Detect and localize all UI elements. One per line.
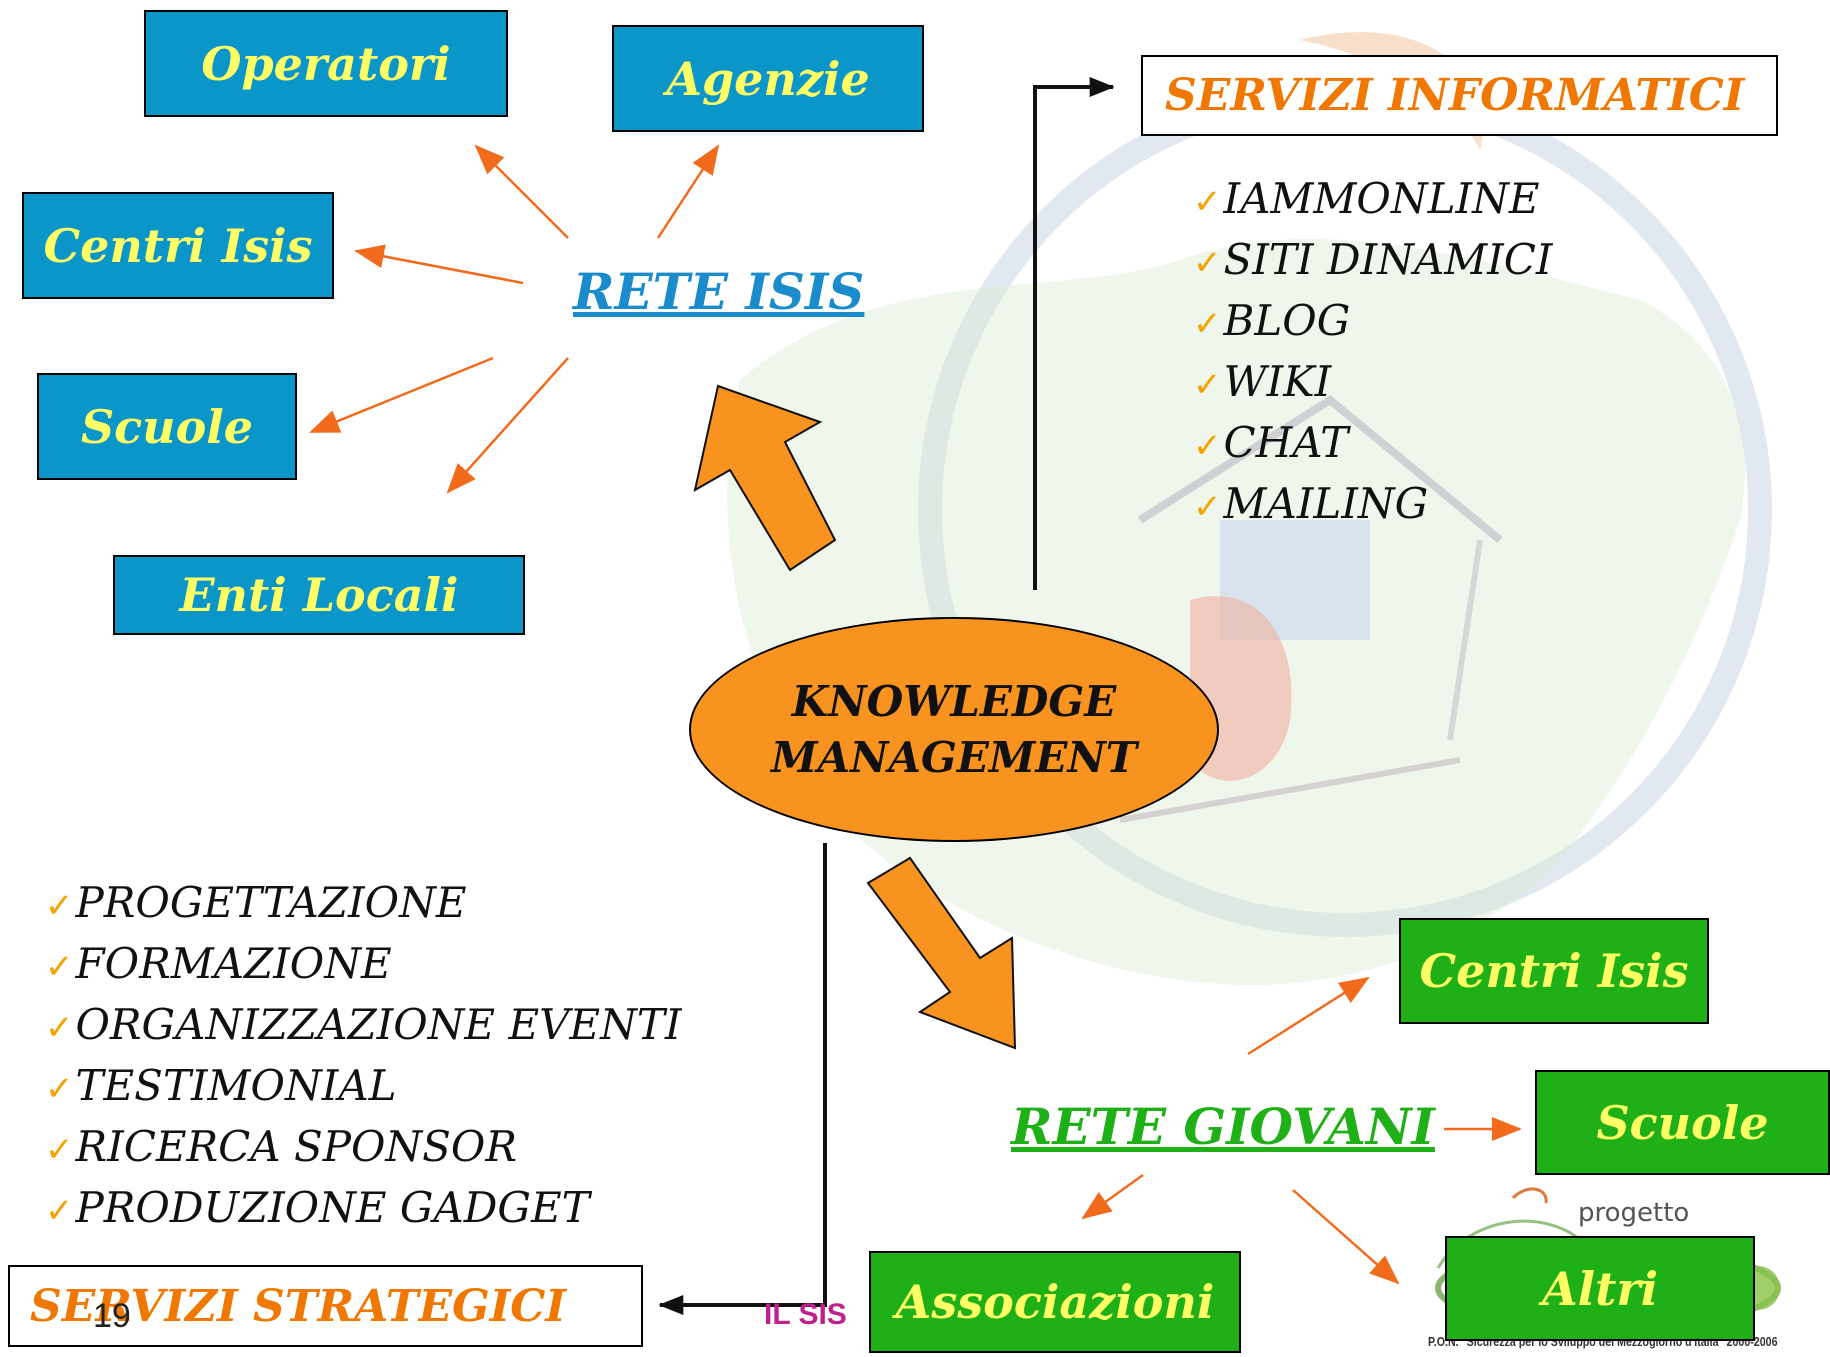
footer-title-fragment: IL SIS [764,1298,847,1331]
check-icon: ✓ [45,1069,74,1109]
check-icon: ✓ [45,886,74,926]
scuole-box: Scuole [37,373,297,480]
check-icon: ✓ [1193,487,1222,527]
check-icon: ✓ [1193,182,1222,222]
check-icon: ✓ [45,947,74,987]
list-item: ✓IAMMONLINE [1193,174,1540,223]
check-icon: ✓ [45,1191,74,1231]
check-icon: ✓ [45,1008,74,1048]
list-item: ✓PRODUZIONE GADGET [45,1183,590,1232]
block-arrow-up [693,384,837,572]
list-item: ✓CHAT [1193,418,1349,467]
page-number: 19 [93,1297,131,1335]
arrow-to-operatori [474,144,569,239]
list-item: ✓BLOG [1193,296,1351,345]
agenzie-box: Agenzie [612,25,924,132]
list-item: ✓RICERCA SPONSOR [45,1122,517,1171]
arrow-to-associazioni [1081,1173,1144,1220]
list-item: ✓WIKI [1193,357,1332,406]
giovani-scuole-box: Scuole [1535,1070,1830,1175]
altri-box: Altri [1445,1236,1755,1341]
operatori-box: Operatori [144,10,508,117]
arrow-to-altri [1292,1189,1400,1285]
rete-isis-title[interactable]: RETE ISIS [573,262,865,321]
list-item: ✓PROGETTAZIONE [45,878,467,927]
servizi-informatici-list: ✓IAMMONLINE ✓SITI DINAMICI ✓BLOG ✓WIKI ✓… [1193,170,1553,536]
knowledge-management-node[interactable]: KNOWLEDGE MANAGEMENT [689,617,1219,842]
check-icon: ✓ [1193,426,1222,466]
servizi-strategici-box: SERVIZI STRATEGICI [8,1265,643,1347]
enti-locali-box: Enti Locali [113,555,525,635]
servizi-informatici-box: SERVIZI INFORMATICI [1141,55,1778,136]
center-line-2: MANAGEMENT [770,732,1138,782]
list-item: ✓FORMAZIONE [45,939,392,988]
center-line-1: KNOWLEDGE [791,676,1117,726]
check-icon: ✓ [45,1130,74,1170]
rete-giovani-title[interactable]: RETE GIOVANI [1011,1097,1435,1156]
centri-isis-box: Centri Isis [22,192,334,299]
arrow-to-scuole [309,356,494,434]
connector-to-servizi-strategici [658,843,827,1315]
check-icon: ✓ [1193,304,1222,344]
arrow-to-centri-isis [354,244,524,285]
logo-word: progetto [1578,1198,1690,1228]
check-icon: ✓ [1193,365,1222,405]
arrow-to-agenzie [656,144,720,239]
list-item: ✓SITI DINAMICI [1193,235,1553,284]
list-item: ✓ORGANIZZAZIONE EVENTI [45,1000,682,1049]
check-icon: ✓ [1193,243,1222,283]
giovani-centri-isis-box: Centri Isis [1399,918,1709,1024]
list-item: ✓MAILING [1193,479,1429,528]
arrow-to-giovani-centri-isis [1247,976,1370,1056]
servizi-strategici-list: ✓PROGETTAZIONE ✓FORMAZIONE ✓ORGANIZZAZIO… [45,874,681,1240]
block-arrow-down [866,856,1017,1050]
associazioni-box: Associazioni [869,1251,1241,1353]
list-item: ✓TESTIMONIAL [45,1061,397,1110]
arrow-to-enti-locali [446,357,569,494]
connector-to-servizi-informatici [1033,77,1115,590]
